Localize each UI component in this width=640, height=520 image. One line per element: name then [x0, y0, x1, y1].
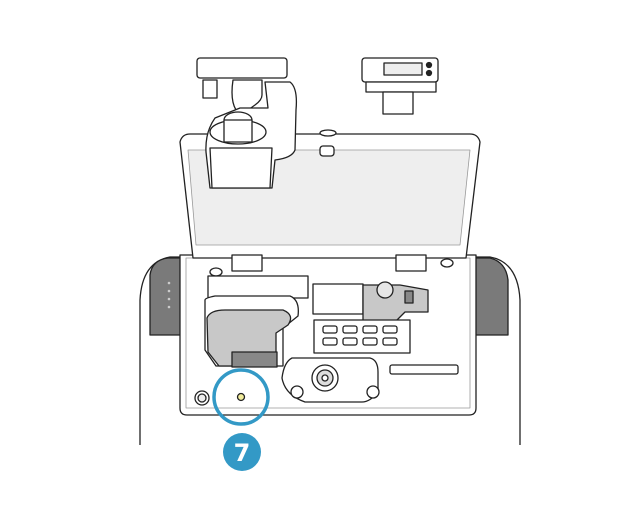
inner-tray [179, 254, 477, 416]
keypad-buttons [322, 325, 398, 346]
indicator-dots [167, 281, 171, 309]
control-module-part [361, 57, 439, 115]
callout-number: 7 [234, 439, 251, 467]
cartridge-part [196, 57, 298, 189]
status-light [236, 392, 246, 402]
callout-highlight-ring [212, 368, 270, 426]
callout-badge: 7 [223, 433, 261, 471]
